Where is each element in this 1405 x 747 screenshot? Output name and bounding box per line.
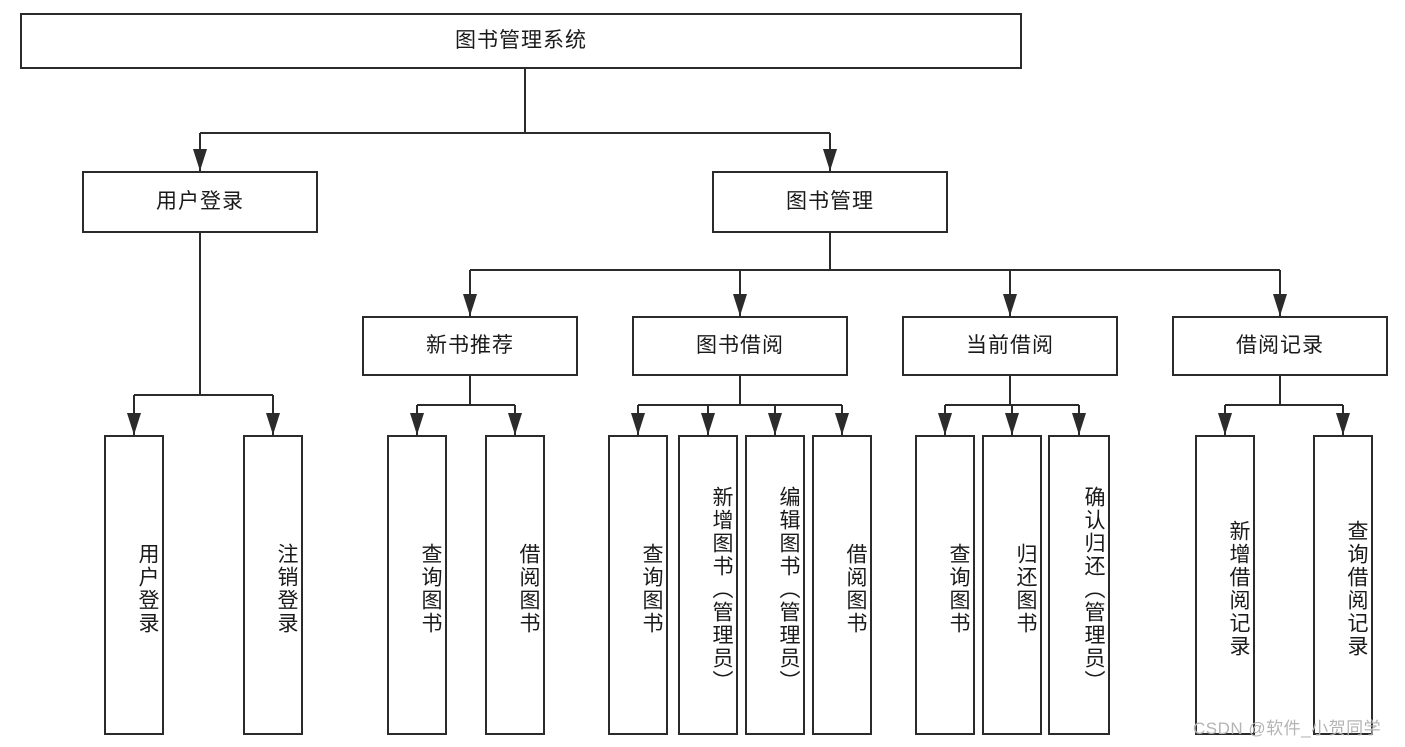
- node-label: 查询图书: [947, 543, 970, 635]
- node-leaf-query-record[interactable]: 查询借阅记录: [1313, 435, 1373, 735]
- node-label: 借阅图书: [517, 543, 540, 635]
- arrowhead-icon: [1003, 294, 1017, 316]
- arrowhead-icon: [193, 149, 207, 171]
- node-leaf-query-book-2[interactable]: 查询图书: [608, 435, 668, 735]
- node-label: 编辑图书（管理员）: [777, 485, 800, 693]
- node-book-manage[interactable]: 图书管理: [712, 171, 948, 233]
- arrowhead-icon: [733, 294, 747, 316]
- node-label: 确认归还（管理员）: [1082, 485, 1105, 693]
- node-leaf-add-record[interactable]: 新增借阅记录: [1195, 435, 1255, 735]
- node-user-login[interactable]: 用户登录: [82, 171, 318, 233]
- node-leaf-add-book[interactable]: 新增图书（管理员）: [678, 435, 738, 735]
- node-label: 借阅图书: [844, 543, 867, 635]
- node-leaf-borrow-book-1[interactable]: 借阅图书: [485, 435, 545, 735]
- arrowhead-icon: [266, 413, 280, 435]
- arrowhead-icon: [1336, 413, 1350, 435]
- arrowhead-icon: [463, 294, 477, 316]
- node-leaf-query-book-1[interactable]: 查询图书: [387, 435, 447, 735]
- arrowhead-icon: [701, 413, 715, 435]
- node-label: 查询图书: [419, 543, 442, 635]
- node-label: 新增图书（管理员）: [710, 485, 733, 693]
- node-current-borrow[interactable]: 当前借阅: [902, 316, 1118, 376]
- node-borrow-record[interactable]: 借阅记录: [1172, 316, 1388, 376]
- node-leaf-logout[interactable]: 注销登录: [243, 435, 303, 735]
- node-leaf-user-login[interactable]: 用户登录: [104, 435, 164, 735]
- node-leaf-query-book-3[interactable]: 查询图书: [915, 435, 975, 735]
- node-label: 查询借阅记录: [1345, 520, 1368, 658]
- node-label: 图书管理系统: [455, 29, 587, 53]
- node-label: 用户登录: [156, 190, 244, 214]
- arrowhead-icon: [1072, 413, 1086, 435]
- node-label: 注销登录: [275, 543, 298, 635]
- arrowhead-icon: [835, 413, 849, 435]
- arrowhead-icon: [631, 413, 645, 435]
- node-book-borrow[interactable]: 图书借阅: [632, 316, 848, 376]
- arrowhead-icon: [1273, 294, 1287, 316]
- node-label: 查询图书: [640, 543, 663, 635]
- arrowhead-icon: [768, 413, 782, 435]
- arrowhead-icon: [938, 413, 952, 435]
- arrowhead-icon: [410, 413, 424, 435]
- node-leaf-confirm-ret[interactable]: 确认归还（管理员）: [1048, 435, 1110, 735]
- node-label: 归还图书: [1014, 543, 1037, 635]
- node-label: 新书推荐: [426, 334, 514, 358]
- node-label: 图书借阅: [696, 334, 784, 358]
- arrowhead-icon: [1005, 413, 1019, 435]
- node-label: 图书管理: [786, 190, 874, 214]
- arrowhead-icon: [1218, 413, 1232, 435]
- node-label: 借阅记录: [1236, 334, 1324, 358]
- arrowhead-icon: [823, 149, 837, 171]
- node-leaf-borrow-book-2[interactable]: 借阅图书: [812, 435, 872, 735]
- arrowhead-icon: [127, 413, 141, 435]
- node-new-book-rec[interactable]: 新书推荐: [362, 316, 578, 376]
- arrowhead-icon: [508, 413, 522, 435]
- node-label: 新增借阅记录: [1227, 520, 1250, 658]
- node-leaf-edit-book[interactable]: 编辑图书（管理员）: [745, 435, 805, 735]
- node-label: 用户登录: [136, 543, 159, 635]
- node-leaf-return-book[interactable]: 归还图书: [982, 435, 1042, 735]
- node-root[interactable]: 图书管理系统: [20, 13, 1022, 69]
- node-label: 当前借阅: [966, 334, 1054, 358]
